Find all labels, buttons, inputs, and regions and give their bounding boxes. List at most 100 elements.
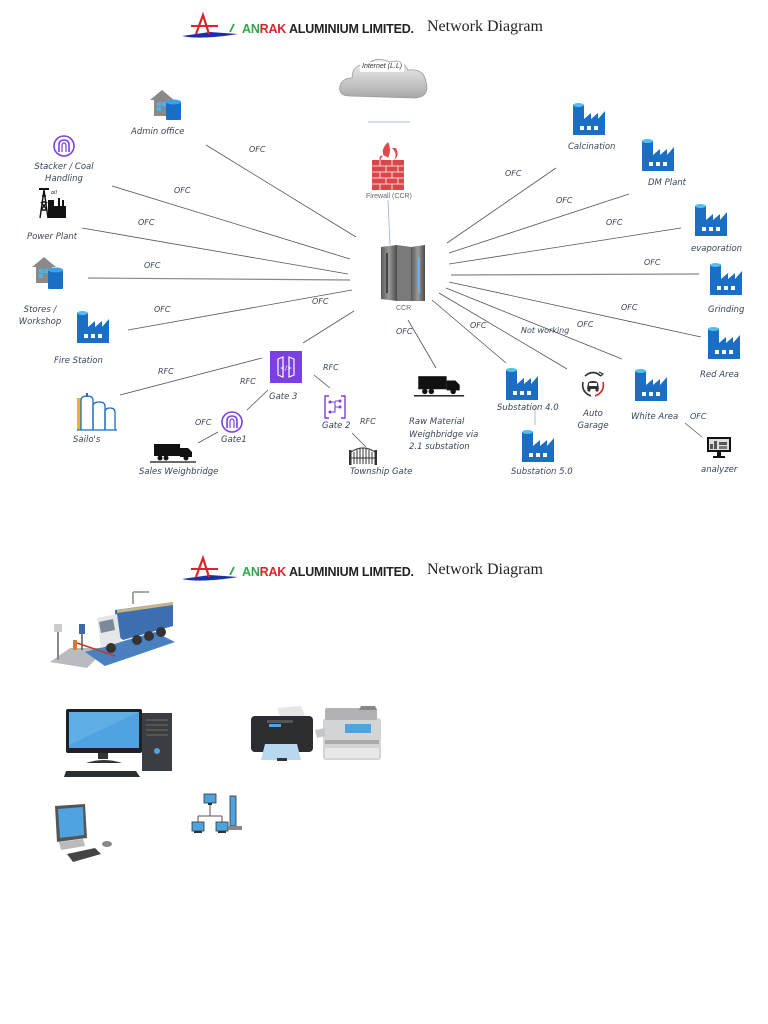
- monitor-dashboard-icon: [707, 437, 731, 458]
- link-grinding: [450, 273, 700, 276]
- brand-an: AN: [242, 565, 260, 579]
- analyzer-label: analyzer: [701, 465, 738, 475]
- anrak-logo-icon: [182, 555, 238, 581]
- auto-garage-label: Auto Garage: [577, 409, 609, 431]
- all-in-one-computer-icon: [55, 804, 112, 862]
- connection-lines: [81, 121, 703, 448]
- link-label-evaporation: OFC: [606, 218, 623, 227]
- township-gate-label: Township Gate: [350, 467, 413, 477]
- factory-icon: [642, 139, 674, 171]
- link-red-area: [448, 281, 702, 338]
- server-rack-icon: [381, 245, 425, 301]
- firewall-label: Firewall (CCR): [366, 193, 412, 200]
- link-label-sales-weighbridge: OFC: [195, 418, 212, 427]
- gate2-label: Gate 2: [322, 421, 351, 431]
- evaporation-label: evaporation: [691, 244, 743, 254]
- gateway-arch-icon: [221, 411, 243, 433]
- gate-icon: [349, 447, 377, 465]
- stacker-label: Stacker / Coal Handling: [34, 162, 94, 184]
- link-label-power-plant: OFC: [138, 218, 155, 227]
- link-sales-weighbridge: [197, 431, 219, 444]
- raw-material-label: Raw Material Weighbridge via 2.1 substat…: [409, 417, 479, 452]
- fire-station-label: Fire Station: [54, 356, 103, 366]
- substation5-label: Substation 5.0: [511, 467, 573, 477]
- link-stacker: [111, 185, 351, 260]
- link-evaporation: [448, 227, 682, 265]
- truck-scale-icon: [413, 376, 465, 397]
- sailos-label: Sailo's: [73, 435, 101, 445]
- dm-plant-label: DM Plant: [648, 178, 686, 188]
- link-label-gate2: RFC: [323, 363, 339, 372]
- brand-rak: RAK: [259, 22, 287, 36]
- circuit-icon: [324, 395, 346, 419]
- factory-icon: [710, 263, 742, 295]
- link-gate3: [302, 310, 355, 344]
- power-plant-icon: oil: [39, 188, 66, 219]
- brand-rest: ALUMINIUM LIMITED.: [286, 565, 414, 579]
- link-label-fire-station: OFC: [154, 305, 171, 314]
- gate1-label: Gate1: [221, 435, 247, 445]
- company-name: ANRAK ALUMINIUM LIMITED.: [242, 22, 414, 36]
- factory-icon: [522, 430, 554, 462]
- printer-scanner-icon: [251, 706, 381, 761]
- car-repair-icon: [581, 371, 605, 397]
- gate3-label: Gate 3: [269, 392, 298, 402]
- factory-icon: [635, 369, 667, 401]
- link-gate2: [313, 374, 331, 389]
- svg-text:</>: </>: [280, 365, 292, 372]
- link-label-substation4: OFC: [470, 321, 487, 330]
- ccr-label: CCR: [396, 305, 412, 312]
- internet-label: Internet (L.L): [360, 62, 405, 72]
- anrak-logo-icon: [182, 12, 238, 38]
- link-label-stores: OFC: [144, 261, 161, 270]
- link-label-auto-garage: Not working: [521, 326, 570, 335]
- link-label-grinding: OFC: [644, 258, 661, 267]
- company-name: ANRAK ALUMINIUM LIMITED.: [242, 565, 414, 579]
- desktop-computer-icon: [64, 709, 172, 777]
- silo-icon: [77, 393, 117, 431]
- gateway-arch-icon: [53, 135, 75, 157]
- page-title: Network Diagram: [427, 18, 543, 35]
- link-label-raw-material: OFC: [396, 327, 413, 336]
- link-analyzer: [684, 422, 703, 438]
- link-firewall-ccr: [387, 199, 391, 246]
- link-white-area: [445, 287, 623, 360]
- link-label-township-gate: RFC: [360, 417, 376, 426]
- link-label-gate3: OFC: [312, 297, 329, 306]
- link-auto-garage: [438, 292, 568, 370]
- substation4-label: Substation 4.0: [497, 403, 559, 413]
- truck-scale-icon: [150, 444, 196, 463]
- power-plant-label: Power Plant: [27, 232, 78, 242]
- grinding-label: Grinding: [708, 305, 745, 315]
- svg-text:oil: oil: [51, 190, 57, 196]
- firewall-icon: [372, 142, 404, 190]
- link-label-red-area: OFC: [621, 303, 638, 312]
- sales-weighbridge-label: Sales Weighbridge: [139, 467, 219, 477]
- weighbridge-truck-icon: [50, 591, 175, 668]
- page-title: Network Diagram: [427, 561, 543, 578]
- network-topology-icon: [191, 793, 242, 833]
- admin-office-label: Admin office: [131, 127, 185, 137]
- link-calcination: [446, 167, 557, 244]
- link-label-gate1: RFC: [240, 377, 256, 386]
- link-label-admin-office: OFC: [249, 145, 266, 154]
- red-area-label: Red Area: [700, 370, 739, 380]
- link-label-dm-plant: OFC: [556, 196, 573, 205]
- link-dm-plant: [448, 193, 630, 254]
- link-raw-material: [407, 319, 437, 369]
- page1-header: ANRAK ALUMINIUM LIMITED. Network Diagram: [180, 12, 570, 42]
- link-label-calcination: OFC: [505, 169, 522, 178]
- factory-icon: [573, 103, 605, 135]
- link-sailos: [119, 357, 263, 396]
- link-township-gate: [351, 432, 367, 448]
- api-gateway-icon: </>: [270, 351, 302, 383]
- building-database-icon: [150, 90, 181, 120]
- building-database-icon: [32, 257, 63, 289]
- link-power-plant: [81, 227, 349, 275]
- link-gate1: [246, 389, 269, 411]
- page2-header: ANRAK ALUMINIUM LIMITED. Network Diagram: [180, 555, 570, 585]
- factory-icon: [77, 311, 109, 343]
- factory-icon: [695, 204, 727, 236]
- link-fire-station: [127, 289, 353, 331]
- link-label-stacker: OFC: [174, 186, 191, 195]
